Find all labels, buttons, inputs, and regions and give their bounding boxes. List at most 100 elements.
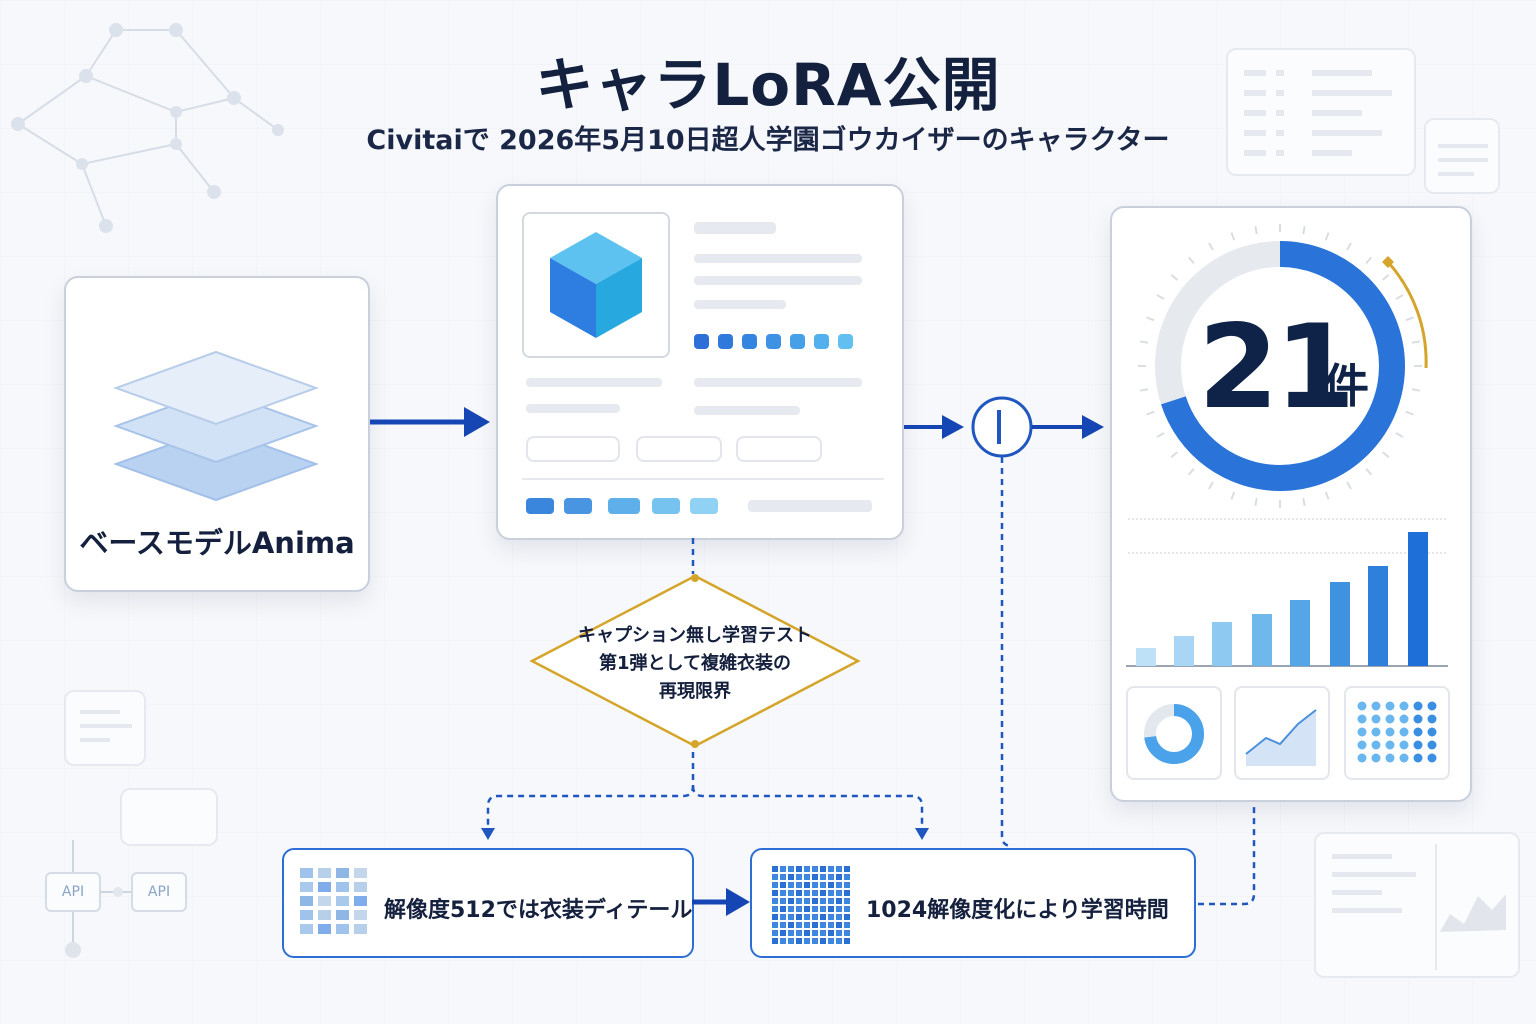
- placeholder-button[interactable]: [736, 436, 822, 462]
- grid-cell: [836, 930, 842, 936]
- grid-cell: [780, 874, 786, 880]
- cube-thumbnail: [522, 212, 670, 358]
- mini-dots-tile[interactable]: [1344, 686, 1450, 780]
- grid-cell: [780, 914, 786, 920]
- grid-cell: [772, 914, 778, 920]
- toolbar-chip[interactable]: [608, 498, 640, 514]
- matrix-dot: [1371, 714, 1381, 724]
- api-node-right: API: [131, 872, 187, 912]
- matrix-dot: [1399, 740, 1409, 750]
- matrix-dot: [1413, 753, 1423, 763]
- matrix-dot: [1413, 714, 1423, 724]
- matrix-dot: [1385, 753, 1395, 763]
- grid-cell: [772, 882, 778, 888]
- grid-cell: [812, 914, 818, 920]
- progress-dot: [790, 334, 805, 349]
- arrow-step1-to-step2: [692, 888, 750, 916]
- base-model-card[interactable]: ベースモデルAnima: [64, 276, 370, 592]
- lora-model-card[interactable]: [496, 184, 904, 540]
- gauge-tick: [1139, 388, 1149, 392]
- pixel-grid-icon: [300, 868, 367, 934]
- grid-cell: [820, 922, 826, 928]
- grid-cell: [300, 910, 313, 920]
- gauge-tick: [1302, 225, 1306, 235]
- matrix-dot: [1357, 740, 1367, 750]
- matrix-dot: [1371, 727, 1381, 737]
- gauge-tick: [1187, 256, 1195, 264]
- step-to-dashboard-connector: [1198, 804, 1256, 906]
- grid-cell: [844, 930, 850, 936]
- grid-cell: [820, 938, 826, 944]
- grid-cell: [836, 922, 842, 928]
- matrix-dot: [1357, 753, 1367, 763]
- grid-cell: [780, 866, 786, 872]
- gauge-tick: [1405, 316, 1414, 322]
- gauge-tick: [1208, 242, 1214, 251]
- gauge-tick: [1302, 497, 1306, 507]
- dense-pixel-grid-icon: [772, 866, 850, 944]
- grid-cell: [300, 868, 313, 878]
- arrow-base-to-model: [370, 407, 490, 437]
- grid-cell: [828, 938, 834, 944]
- progress-dot: [718, 334, 733, 349]
- grid-cell: [318, 882, 331, 892]
- toolbar-chip[interactable]: [564, 498, 592, 514]
- matrix-dot: [1371, 740, 1381, 750]
- decision-line-2: 第1弾として複雑衣装の: [599, 653, 791, 674]
- grid-cell: [318, 910, 331, 920]
- grid-cell: [844, 898, 850, 904]
- grid-cell: [804, 882, 810, 888]
- grid-cell: [812, 930, 818, 936]
- grid-cell: [300, 924, 313, 934]
- mini-donut-tile[interactable]: [1126, 686, 1222, 780]
- divider: [522, 478, 884, 480]
- grid-cell: [844, 882, 850, 888]
- placeholder-button[interactable]: [636, 436, 722, 462]
- grid-cell: [788, 906, 794, 912]
- chart-panel-decoration: [1314, 832, 1520, 978]
- grid-cell: [836, 938, 842, 944]
- matrix-dot: [1427, 727, 1437, 737]
- grid-cell: [788, 914, 794, 920]
- placeholder-button[interactable]: [526, 436, 620, 462]
- grid-cell: [796, 906, 802, 912]
- page-subtitle: Civitaiで 2026年5月10日超人学園ゴウカイザーのキャラクター: [366, 125, 1170, 156]
- grid-cell: [812, 866, 818, 872]
- bar: [1252, 614, 1272, 666]
- grid-cell: [318, 868, 331, 878]
- matrix-dot: [1399, 714, 1409, 724]
- step-resolution-512[interactable]: 解像度512では衣装ディテール: [282, 848, 694, 958]
- gauge-tick: [1324, 491, 1330, 500]
- mini-area-tile[interactable]: [1234, 686, 1330, 780]
- grid-cell: [772, 898, 778, 904]
- gauge-tick: [1208, 481, 1214, 490]
- matrix-dot: [1371, 701, 1381, 711]
- step-resolution-1024[interactable]: 1024解像度化により学習時間: [750, 848, 1196, 958]
- grid-cell: [828, 930, 834, 936]
- toolbar-chip[interactable]: [690, 498, 718, 514]
- matrix-dot: [1385, 740, 1395, 750]
- grid-cell: [796, 866, 802, 872]
- toolbar-chip[interactable]: [526, 498, 554, 514]
- gauge-tick: [1230, 491, 1236, 500]
- grid-cell: [828, 874, 834, 880]
- matrix-dot: [1385, 701, 1395, 711]
- grid-cell: [844, 906, 850, 912]
- grid-cell: [844, 874, 850, 880]
- decision-connectors: [481, 538, 929, 840]
- toolbar-chip[interactable]: [652, 498, 680, 514]
- grid-cell: [796, 898, 802, 904]
- grid-cell: [788, 890, 794, 896]
- grid-cell: [804, 938, 810, 944]
- grid-cell: [318, 896, 331, 906]
- matrix-dot: [1357, 701, 1367, 711]
- grid-cell: [788, 938, 794, 944]
- grid-cell: [780, 898, 786, 904]
- matrix-dot: [1399, 753, 1409, 763]
- base-model-label: ベースモデルAnima: [79, 526, 355, 560]
- grid-cell: [812, 938, 818, 944]
- grid-cell: [300, 896, 313, 906]
- grid-cell: [844, 866, 850, 872]
- grid-cell: [836, 914, 842, 920]
- grid-cell: [820, 930, 826, 936]
